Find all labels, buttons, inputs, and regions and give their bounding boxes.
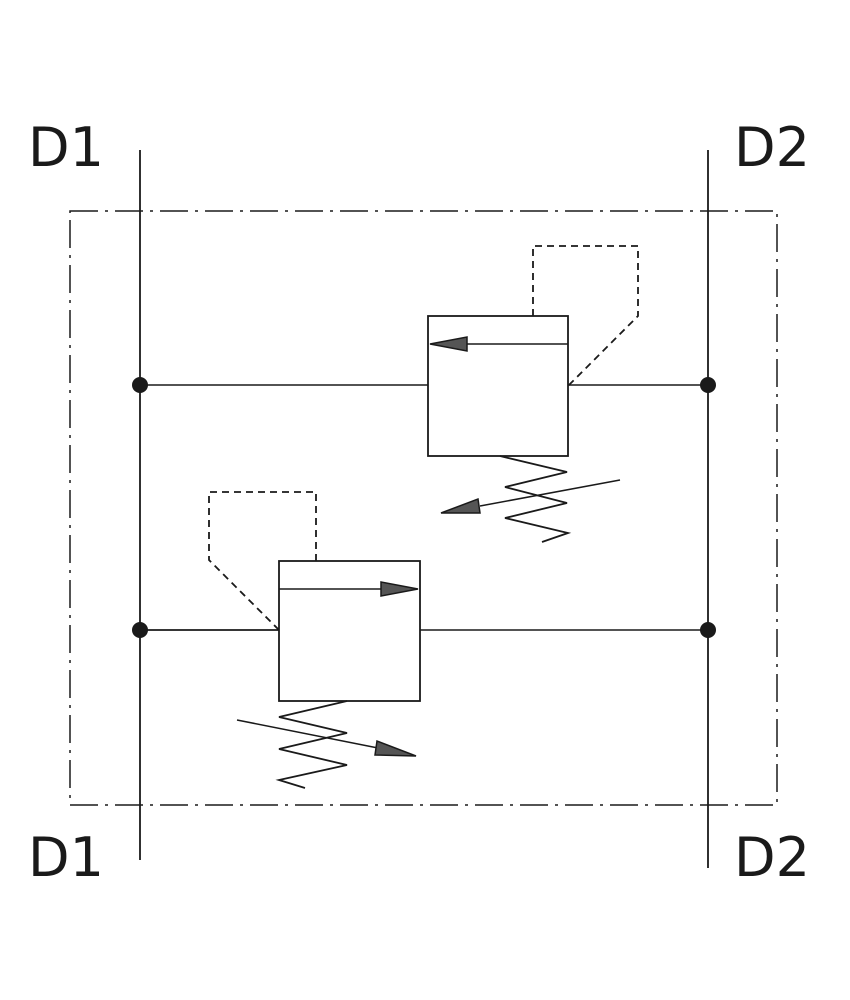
valve-body [427,315,569,457]
port-label-top-left: D1 [28,116,104,179]
flow-arrowhead [429,336,468,352]
junction-dot [700,377,716,393]
spring [499,455,572,543]
pilot-line [208,491,317,631]
port-label-bottom-left: D1 [28,826,104,889]
valve-body [278,560,421,702]
valve-block-boundary [69,210,778,806]
flow-arrowhead [380,581,419,597]
junction-dot [700,622,716,638]
junction-dot [132,622,148,638]
junction-dot [132,377,148,393]
adjust-arrowhead [440,497,481,514]
adjust-arrow [236,719,379,749]
relief-valve-lower [208,491,421,789]
adjust-arrowhead [374,739,417,757]
relief-valve-upper [427,245,639,543]
port-label-top-right: D2 [734,116,810,179]
port-label-bottom-right: D2 [734,826,810,889]
spring [275,700,348,789]
adjust-arrow [479,479,621,507]
pilot-line [532,245,639,387]
